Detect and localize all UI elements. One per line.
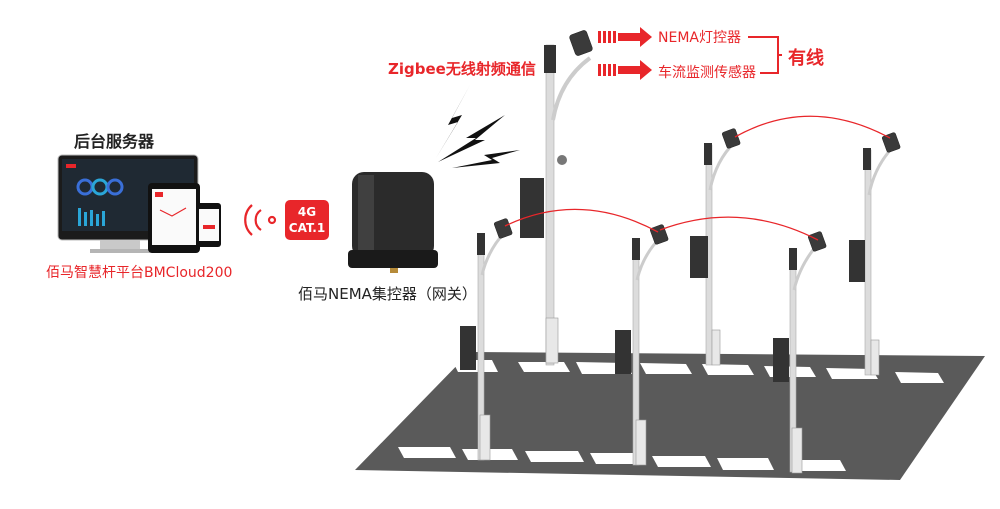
smart-poles [460,44,894,474]
server-devices [57,154,221,253]
platform-label: 佰马智慧杆平台BMCloud200 [46,265,233,281]
uplink-badge: 4G CAT.1 [285,200,329,240]
wireless-signal-bolts [436,85,520,168]
uplink-badge-line2: CAT.1 [288,221,326,235]
zigbee-mesh-links [504,115,891,241]
wired-bracket [748,36,782,74]
wireless-label: Zigbee无线射频通信 [388,60,536,78]
uplink-badge-line1: 4G [297,205,317,219]
gateway-label: 佰马NEMA集控器（网关） [298,285,477,303]
server-title: 后台服务器 [74,132,155,151]
radio-waves-icon [244,204,277,236]
road-ground [355,352,985,480]
wired-item-traffic-sensor: 车流监测传感器 [658,65,756,81]
nema-gateway-device [348,172,438,273]
wired-group-label: 有线 [788,48,824,69]
wired-item-nema: NEMA灯控器 [658,30,741,46]
wired-arrows [598,27,652,80]
